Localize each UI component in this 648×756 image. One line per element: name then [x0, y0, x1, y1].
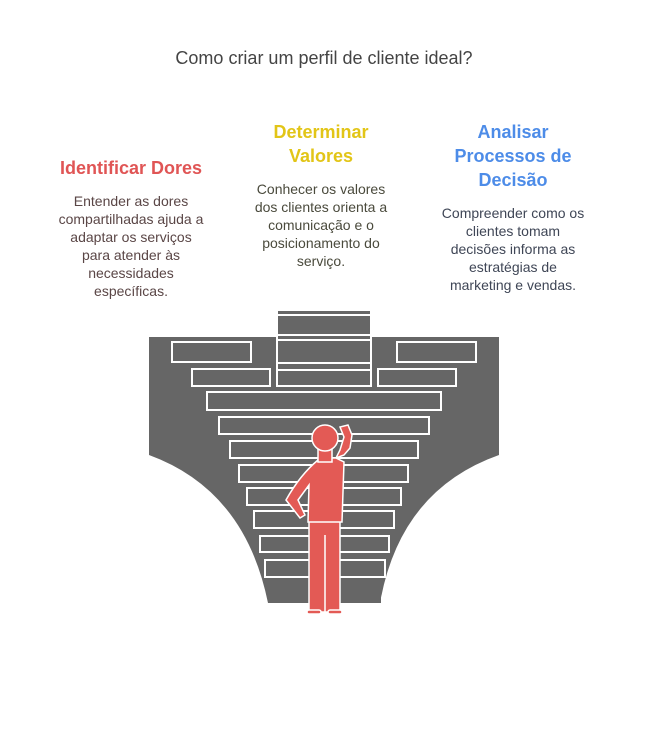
desc-line: compartilhadas ajuda a: [58, 211, 204, 227]
desc-line: Conhecer os valores: [256, 181, 386, 197]
desc-line: específicas.: [94, 283, 168, 299]
heading-line: Decisão: [478, 170, 548, 190]
column-heading: Determinar Valores: [226, 120, 416, 168]
stair-step: [276, 362, 372, 371]
stair-step: [276, 369, 372, 387]
column-analisar-processos: Analisar Processos de Decisão Compreende…: [418, 120, 608, 294]
desc-line: Entender as dores: [73, 193, 189, 209]
stair-step: [396, 341, 477, 363]
thinking-person-figure: [285, 424, 353, 615]
column-heading: Analisar Processos de Decisão: [418, 120, 608, 192]
stair-step: [171, 341, 252, 363]
diagram-title: Como criar um perfil de cliente ideal?: [175, 48, 473, 68]
stair-step: [276, 314, 372, 336]
column-determinar-valores: Determinar Valores Conhecer os valores d…: [226, 120, 416, 270]
heading-line: Analisar: [477, 122, 549, 142]
stair-step: [191, 368, 271, 387]
stair-step: [206, 391, 442, 411]
column-description: Conhecer os valores dos clientes orienta…: [226, 180, 416, 270]
column-description: Compreender como os clientes tomam decis…: [418, 204, 608, 294]
stair-step: [276, 339, 372, 364]
desc-line: dos clientes orienta a: [254, 199, 388, 215]
desc-line: posicionamento do: [262, 235, 380, 251]
column-identificar-dores: Identificar Dores Entender as dores comp…: [36, 156, 226, 300]
desc-line: clientes tomam: [465, 223, 561, 239]
desc-line: estratégias de: [469, 259, 557, 275]
desc-line: Compreender como os: [441, 205, 585, 221]
column-heading: Identificar Dores: [36, 156, 226, 180]
heading-line: Valores: [288, 146, 354, 166]
column-description: Entender as dores compartilhadas ajuda a…: [36, 192, 226, 300]
desc-line: comunicação e o: [268, 217, 374, 233]
desc-line: necessidades: [88, 265, 174, 281]
heading-line: Identificar Dores: [59, 158, 203, 178]
desc-line: marketing e vendas.: [449, 277, 577, 293]
desc-line: serviço.: [296, 253, 346, 269]
heading-line: Determinar: [273, 122, 369, 142]
heading-line: Processos de: [454, 146, 572, 166]
desc-line: decisões informa as: [450, 241, 576, 257]
desc-line: adaptar os serviços: [70, 229, 192, 245]
stair-step: [377, 368, 457, 387]
desc-line: para atender às: [81, 247, 181, 263]
